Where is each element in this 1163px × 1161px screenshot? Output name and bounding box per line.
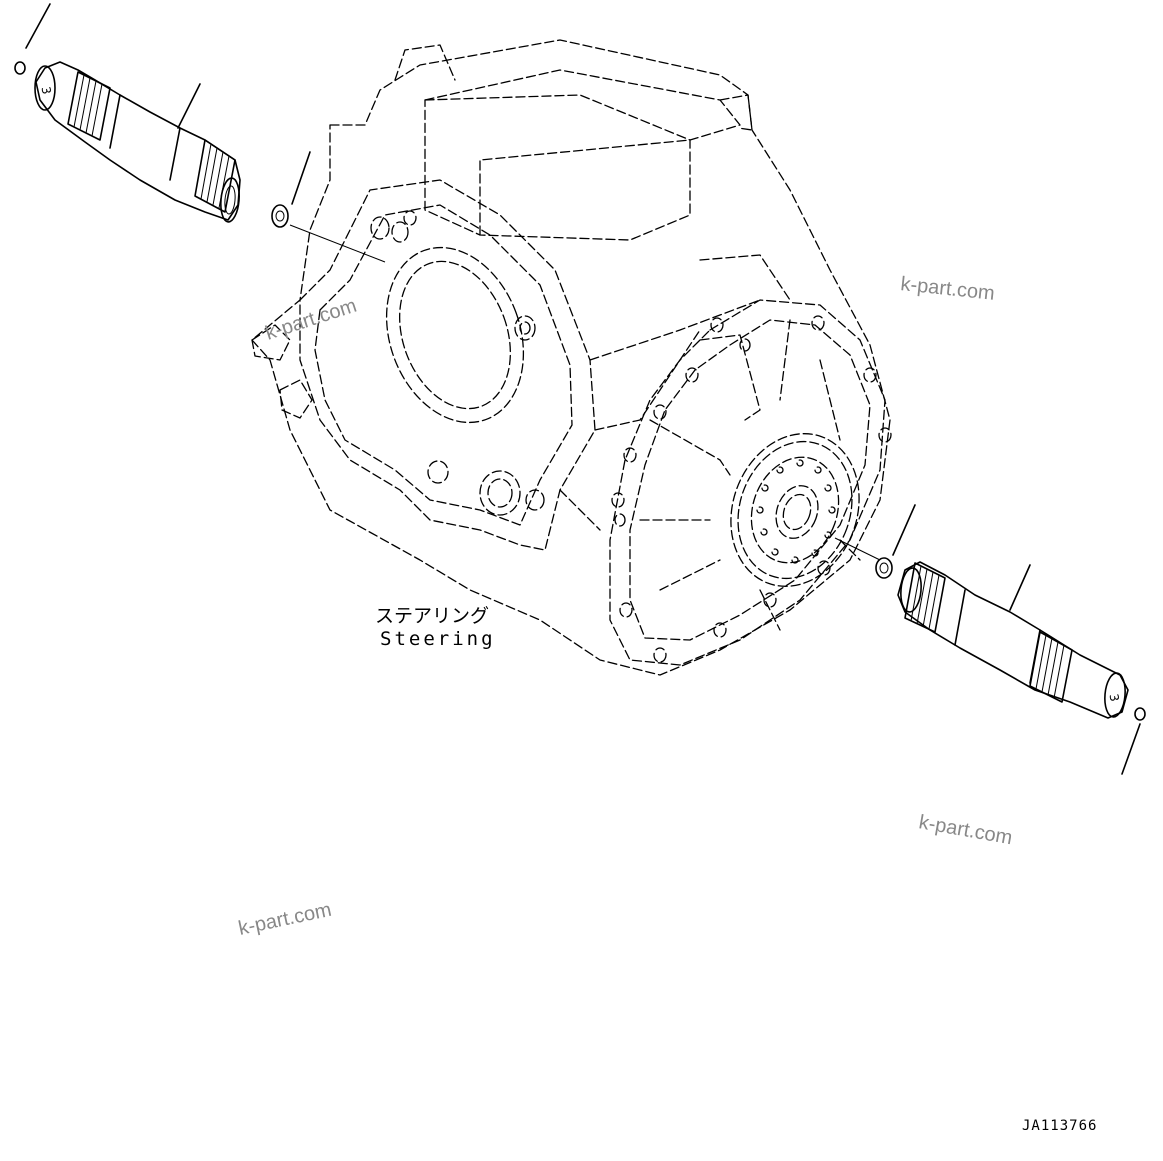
steering-label-jp: ステアリング — [375, 605, 489, 627]
right-shaft-leader — [1009, 564, 1031, 611]
right-end-plug — [1121, 707, 1146, 775]
left-washer — [271, 151, 311, 228]
svg-text:3: 3 — [1107, 693, 1122, 703]
watermark: k-part.com — [917, 811, 1014, 849]
watermark: k-part.com — [236, 899, 333, 940]
steering-label-en: Steering — [380, 628, 496, 650]
transmission-housing — [251, 39, 892, 676]
right-output-shaft: 3 — [834, 537, 1129, 719]
right-washer — [875, 504, 916, 579]
output-hub — [730, 433, 860, 587]
left-output-shaft: 3 — [34, 61, 386, 263]
left-end-plug — [14, 3, 51, 75]
svg-text:3: 3 — [39, 85, 54, 95]
drawing-code: JA113766 — [1022, 1118, 1097, 1134]
watermark: k-part.com — [899, 273, 995, 305]
left-shaft-leader — [177, 83, 201, 129]
cover-bolt-holes — [611, 315, 892, 663]
watermark: k-part.com — [263, 295, 360, 345]
